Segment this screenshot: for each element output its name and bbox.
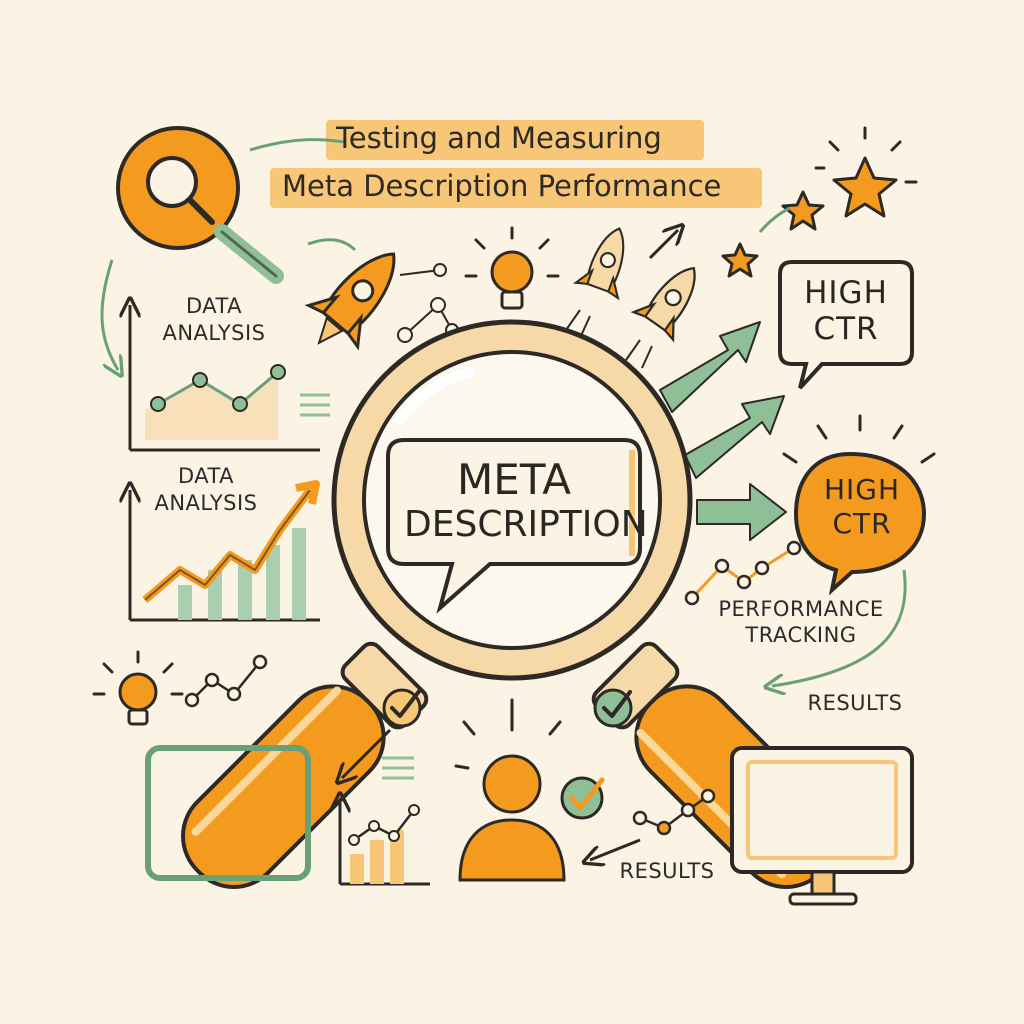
rocket-icon-2 (573, 227, 625, 301)
data-analysis-mid-1: DATA (177, 464, 235, 488)
speech-bubble-orange (782, 414, 936, 596)
tracking-chart (684, 540, 802, 606)
arrow-icon-2 (342, 728, 392, 778)
star-trail (758, 206, 791, 233)
title-line-1: Testing and Measuring (336, 121, 662, 155)
lines-small (382, 756, 414, 780)
star-sparkles (814, 126, 918, 184)
high-ctr-mid-1: HIGH (823, 473, 901, 506)
data-analysis-top-2: ANALYSIS (162, 321, 266, 345)
title-line-2: Meta Description Performance (282, 169, 722, 203)
speech-bubble-icon (778, 260, 914, 390)
lightbulb-icon-2 (92, 650, 184, 726)
arrow-icon-3 (590, 838, 641, 860)
checkmark-icon (382, 688, 422, 728)
rocket-icon (304, 252, 396, 351)
results-right: RESULTS (807, 691, 903, 715)
curve-arrow-2 (307, 238, 357, 252)
bar-chart-icon-2 (340, 800, 430, 886)
checkmark-icon-3 (560, 776, 605, 820)
center-line-2: DESCRIPTION (404, 504, 648, 545)
curve-arrow-left (100, 259, 118, 370)
performance-tracking-2: TRACKING (745, 623, 857, 647)
rocket-icon-3 (630, 266, 696, 343)
results-chart (632, 788, 716, 836)
center-line-1: META (457, 455, 571, 504)
star-icon (721, 156, 898, 278)
network-dots (397, 263, 459, 343)
bar-chart-icon (130, 480, 320, 622)
performance-tracking-1: PERFORMANCE (718, 597, 884, 621)
title-highlight-1 (326, 120, 704, 160)
person-icon (454, 698, 566, 882)
speech-bubble-center (386, 438, 642, 614)
monitor-icon (730, 746, 914, 906)
data-analysis-mid-2: ANALYSIS (154, 491, 258, 515)
curve-arrow (249, 138, 346, 152)
arrow-icon (648, 230, 678, 260)
high-ctr-top-1: HIGH (804, 275, 888, 311)
high-ctr-top-2: CTR (813, 311, 879, 347)
lightbulb-icon (464, 226, 560, 310)
network-dots-2 (184, 654, 268, 708)
curve-arrow-right (772, 569, 907, 686)
search-icon (116, 126, 284, 284)
line-chart-icon (130, 305, 330, 452)
data-analysis-top-1: DATA (185, 294, 243, 318)
green-arrows (659, 321, 787, 541)
frame-left (145, 745, 311, 881)
checkmark-icon-2 (593, 688, 633, 728)
high-ctr-mid-2: CTR (832, 507, 892, 540)
results-bottom: RESULTS (619, 859, 715, 883)
title-highlight-2 (270, 168, 762, 208)
